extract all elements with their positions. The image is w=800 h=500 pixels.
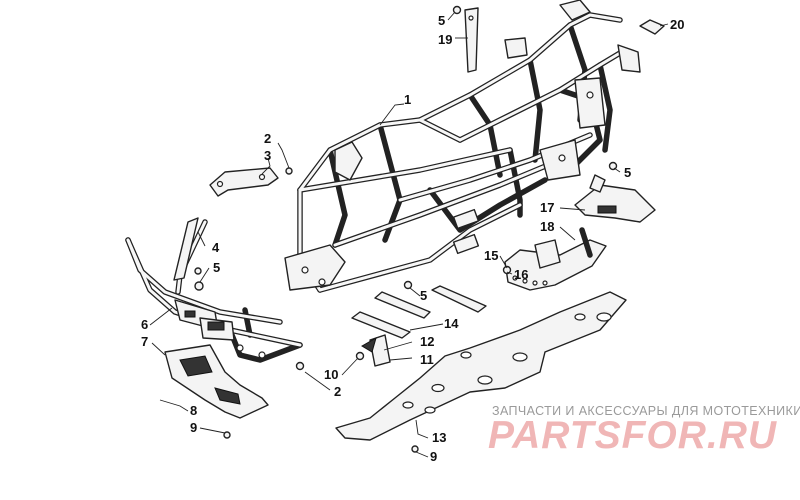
lower-guard[interactable] [164, 344, 269, 419]
support-bracket[interactable] [361, 334, 391, 367]
callout-9-bottom: 9 [430, 449, 437, 464]
callout-14: 14 [444, 316, 459, 331]
callout-labels: 1 2 3 4 5 6 7 8 9 10 2 11 12 5 14 15 16 … [141, 13, 684, 464]
callout-5-top: 5 [438, 13, 445, 28]
callout-16: 16 [514, 267, 528, 282]
callout-5-right: 5 [624, 165, 631, 180]
fasteners [194, 5, 618, 453]
main-frame[interactable] [284, 0, 641, 293]
callout-8: 8 [190, 403, 197, 418]
pad[interactable] [639, 19, 665, 35]
footrest-right[interactable] [574, 174, 656, 223]
callout-11: 11 [420, 352, 434, 367]
callout-20: 20 [670, 17, 684, 32]
watermark-logo: PARTSFOR.RU [488, 414, 778, 457]
callout-12: 12 [420, 334, 434, 349]
front-upper-bracket[interactable] [209, 167, 279, 197]
callout-15: 15 [484, 248, 498, 263]
upper-clamp[interactable] [464, 7, 479, 73]
callout-3: 3 [264, 148, 271, 163]
leader-lines [149, 11, 669, 458]
footrest-left[interactable] [504, 227, 607, 291]
watermark-subtitle: ЗАПЧАСТИ И АКСЕССУАРЫ ДЛЯ МОТОТЕХНИКИ [492, 404, 800, 418]
callout-5-left: 5 [213, 260, 220, 275]
callout-5-center: 5 [420, 288, 427, 303]
callout-6: 6 [141, 317, 148, 332]
callout-10: 10 [324, 367, 338, 382]
callout-9-left: 9 [190, 420, 197, 435]
callout-2-top: 2 [264, 131, 271, 146]
skid-plate[interactable] [335, 291, 627, 441]
front-bumper[interactable] [125, 219, 303, 363]
callout-4: 4 [212, 240, 220, 255]
rub-strips[interactable] [351, 285, 487, 339]
callout-19: 19 [438, 32, 452, 47]
callout-18: 18 [540, 219, 554, 234]
side-link[interactable] [173, 217, 199, 281]
callout-13: 13 [432, 430, 446, 445]
callout-2-bottom: 2 [334, 384, 341, 399]
callout-1: 1 [404, 92, 411, 107]
callout-7: 7 [141, 334, 148, 349]
callout-17: 17 [540, 200, 554, 215]
